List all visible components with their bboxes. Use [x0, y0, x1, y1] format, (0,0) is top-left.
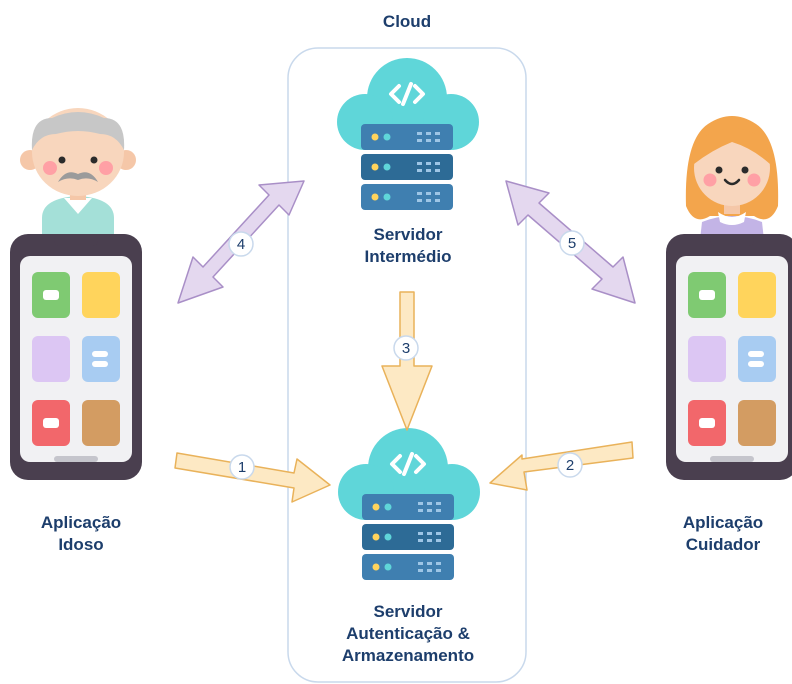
auth-storage-server-icon — [336, 426, 482, 582]
app-elderly-label: Aplicação Idoso — [16, 512, 146, 556]
step-number-2: 2 — [566, 457, 574, 474]
elderly-smartphone-icon — [10, 234, 142, 480]
server-auth-label: Servidor Autenticação & Armazenamento — [318, 601, 498, 667]
server-intermediate-line2: Intermédio — [364, 247, 452, 266]
server-intermediate-label: Servidor Intermédio — [318, 224, 498, 268]
step-number-1: 1 — [238, 459, 246, 476]
server-auth-line2: Autenticação & — [346, 624, 470, 643]
app-caregiver-label: Aplicação Cuidador — [662, 512, 784, 556]
arrow-1 — [174, 452, 331, 503]
step-number-3: 3 — [402, 340, 410, 357]
step-number-4: 4 — [237, 236, 245, 253]
caregiver-smartphone-icon — [666, 234, 792, 480]
app-elderly-line1: Aplicação — [40, 513, 122, 532]
cloud-container — [287, 47, 527, 683]
arrow-3 — [381, 291, 433, 431]
step-number-5: 5 — [568, 235, 576, 252]
elderly-man-icon — [20, 108, 136, 246]
app-elderly-line2: Idoso — [58, 535, 104, 554]
step-badge-5: 5 — [559, 230, 585, 256]
step-badge-2: 2 — [557, 452, 583, 478]
step-badge-1: 1 — [229, 454, 255, 480]
server-auth-line1: Servidor — [373, 602, 443, 621]
young-woman-icon — [685, 116, 779, 240]
server-auth-line3: Armazenamento — [341, 646, 475, 665]
intermediate-server-icon — [335, 56, 481, 212]
step-badge-4: 4 — [228, 231, 254, 257]
app-caregiver-line1: Aplicação — [682, 513, 764, 532]
step-badge-3: 3 — [393, 335, 419, 361]
app-caregiver-line2: Cuidador — [685, 535, 761, 554]
cloud-title: Cloud — [382, 12, 432, 31]
server-intermediate-line1: Servidor — [373, 225, 443, 244]
